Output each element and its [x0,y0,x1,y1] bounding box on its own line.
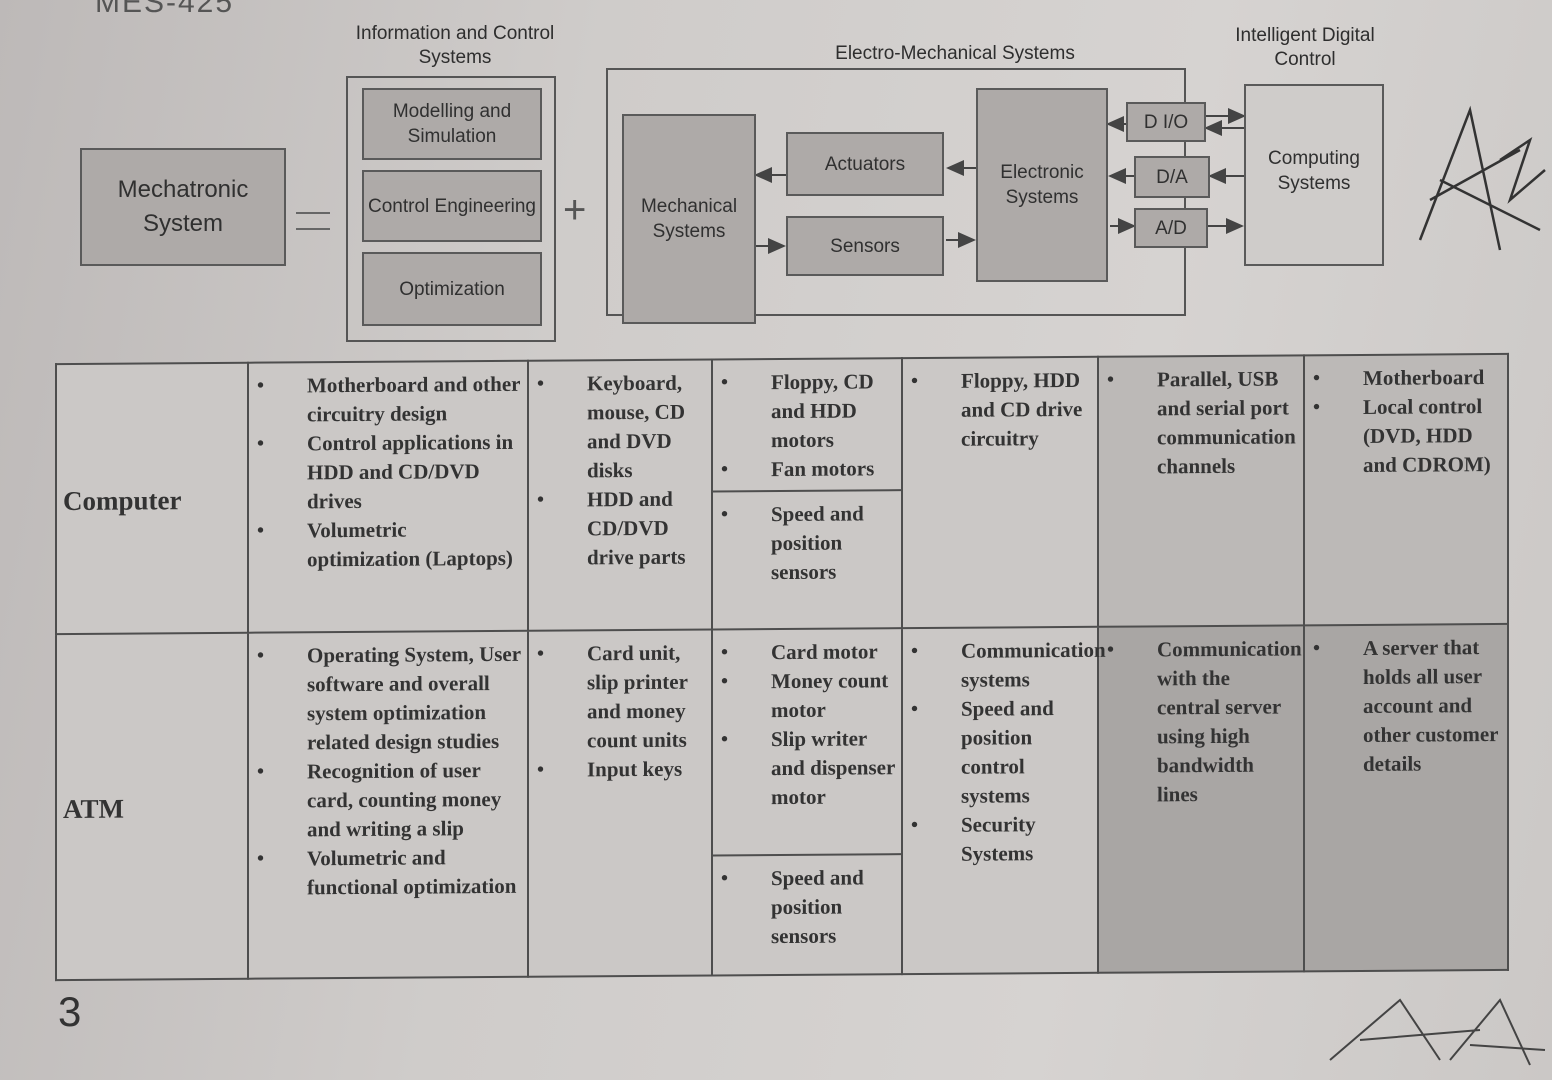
bullet-list: Floppy, CD and HDD motorsFan motors [721,367,895,484]
list-item: Card motor [721,637,895,667]
ad-label: A/D [1155,217,1187,239]
list-item: Floppy, HDD and CD drive circuitry [911,366,1091,454]
bullet-list: Card motorMoney count motorSlip writer a… [721,637,895,812]
idc-title: Intelligent Digital Control [1235,25,1375,70]
em-systems-title: Electro-Mechanical Systems [835,43,1075,64]
table-row: ATM Operating System, User software and … [56,623,1508,981]
modelling-label: Modelling and Simulation [392,101,512,147]
info-systems-frame [346,76,556,342]
dio-label: D I/O [1143,111,1189,133]
row-header: Computer [56,362,248,635]
plus-sign: + [563,188,587,232]
table-cell: Keyboard, mouse, CD and DVD disksHDD and… [528,359,712,631]
list-item: HDD and CD/DVD drive parts [537,485,705,573]
info-systems-title: Information and Control Systems [355,23,555,68]
control-engineering-label: Control Engineering [368,195,536,217]
sensors-box: Sensors [786,216,944,276]
da-box: D/A [1134,156,1210,198]
bullet-list: Speed and position sensors [721,499,895,587]
list-item: Parallel, USB and serial port communicat… [1107,364,1297,481]
list-item: Speed and position sensors [721,863,895,951]
bullet-list: Parallel, USB and serial port communicat… [1107,364,1297,481]
table-cell: Parallel, USB and serial port communicat… [1098,355,1304,627]
list-item: Operating System, User software and over… [257,640,521,758]
bullet-list: Communication with the central server us… [1107,634,1302,809]
actuators-box: Actuators [786,132,944,196]
table-cell: Floppy, HDD and CD drive circuitry [902,356,1098,629]
list-item: Slip writer and dispenser motor [721,724,895,812]
mechatronic-system-label: Mechatronic System [117,176,249,237]
table-cell: Card unit, slip printer and money count … [528,629,712,977]
table-cell: Communication with the central server us… [1098,625,1304,973]
table-subcell: Floppy, CD and HDD motorsFan motors [713,359,901,490]
bullet-list: MotherboardLocal control (DVD, HDD and C… [1313,363,1501,480]
list-item: Motherboard and other circuitry design [257,370,521,430]
control-engineering-box: Control Engineering [362,170,542,242]
table-cell: Card motorMoney count motorSlip writer a… [712,628,902,976]
modelling-box: Modelling and Simulation [362,88,542,160]
sensors-label: Sensors [830,235,900,257]
list-item: Input keys [537,755,705,785]
list-item: Money count motor [721,666,895,725]
list-item: Speed and position control systems [911,694,1091,811]
bullet-list: Keyboard, mouse, CD and DVD disksHDD and… [537,369,705,573]
table-subcell: Card motorMoney count motorSlip writer a… [713,629,901,854]
page-number: 3 [58,988,82,1035]
da-label: D/A [1156,166,1188,188]
computing-systems-box: Computing Systems [1244,84,1384,266]
mechanical-systems-box: Mechanical Systems [622,114,756,324]
list-item: Speed and position sensors [721,499,895,587]
table-cell: A server that holds all user account and… [1304,623,1508,972]
list-item: Fan motors [721,454,895,484]
list-item: Communication systems [911,636,1106,695]
list-item: A server that holds all user account and… [1313,633,1501,779]
table-subcell: Speed and position sensors [713,489,901,592]
list-item: Local control (DVD, HDD and CDROM) [1313,392,1501,480]
optimization-label: Optimization [399,278,505,300]
list-item: Keyboard, mouse, CD and DVD disks [537,369,705,486]
optimization-box: Optimization [362,252,542,326]
list-item: Security Systems [911,810,1091,869]
bullet-list: A server that holds all user account and… [1313,633,1501,779]
bullet-list: Speed and position sensors [721,863,895,951]
mechanical-systems-label: Mechanical Systems [640,196,738,242]
bullet-list: Operating System, User software and over… [257,640,521,903]
table-cell: Communication systemsSpeed and position … [902,626,1106,975]
equals-sign [296,212,330,230]
cropped-header-text: MES-425 [95,0,235,19]
table-row: Computer Motherboard and other circuitry… [56,353,1508,635]
table-subcell: Speed and position sensors [713,853,901,956]
row-header: ATM [56,632,248,981]
list-item: Motherboard [1313,363,1501,393]
dio-box: D I/O [1126,102,1206,142]
bullet-list: Floppy, HDD and CD drive circuitry [911,366,1091,454]
examples-table: Computer Motherboard and other circuitry… [55,353,1509,981]
bullet-list: Communication systemsSpeed and position … [911,636,1106,869]
table-cell: MotherboardLocal control (DVD, HDD and C… [1304,353,1508,626]
list-item: Control applications in HDD and CD/DVD d… [257,428,521,517]
electronic-systems-label: Electronic Systems [1000,162,1084,208]
ad-box: A/D [1134,208,1208,248]
table-cell: Floppy, CD and HDD motorsFan motors Spee… [712,358,902,630]
computing-systems-label: Computing Systems [1268,148,1360,194]
list-item: Communication with the central server us… [1107,634,1302,809]
list-item: Volumetric optimization (Laptops) [257,515,521,575]
list-item: Floppy, CD and HDD motors [721,367,895,455]
electronic-systems-box: Electronic Systems [976,88,1108,282]
bullet-list: Card unit, slip printer and money count … [537,639,705,785]
bullet-list: Motherboard and other circuitry designCo… [257,370,521,575]
list-item: Recognition of user card, counting money… [257,756,521,845]
table-cell: Operating System, User software and over… [248,630,528,979]
list-item: Card unit, slip printer and money count … [537,639,705,756]
table-cell: Motherboard and other circuitry designCo… [248,360,528,633]
actuators-label: Actuators [824,153,906,175]
mechatronic-system-box: Mechatronic System [80,148,286,266]
list-item: Volumetric and functional optimization [257,843,521,903]
